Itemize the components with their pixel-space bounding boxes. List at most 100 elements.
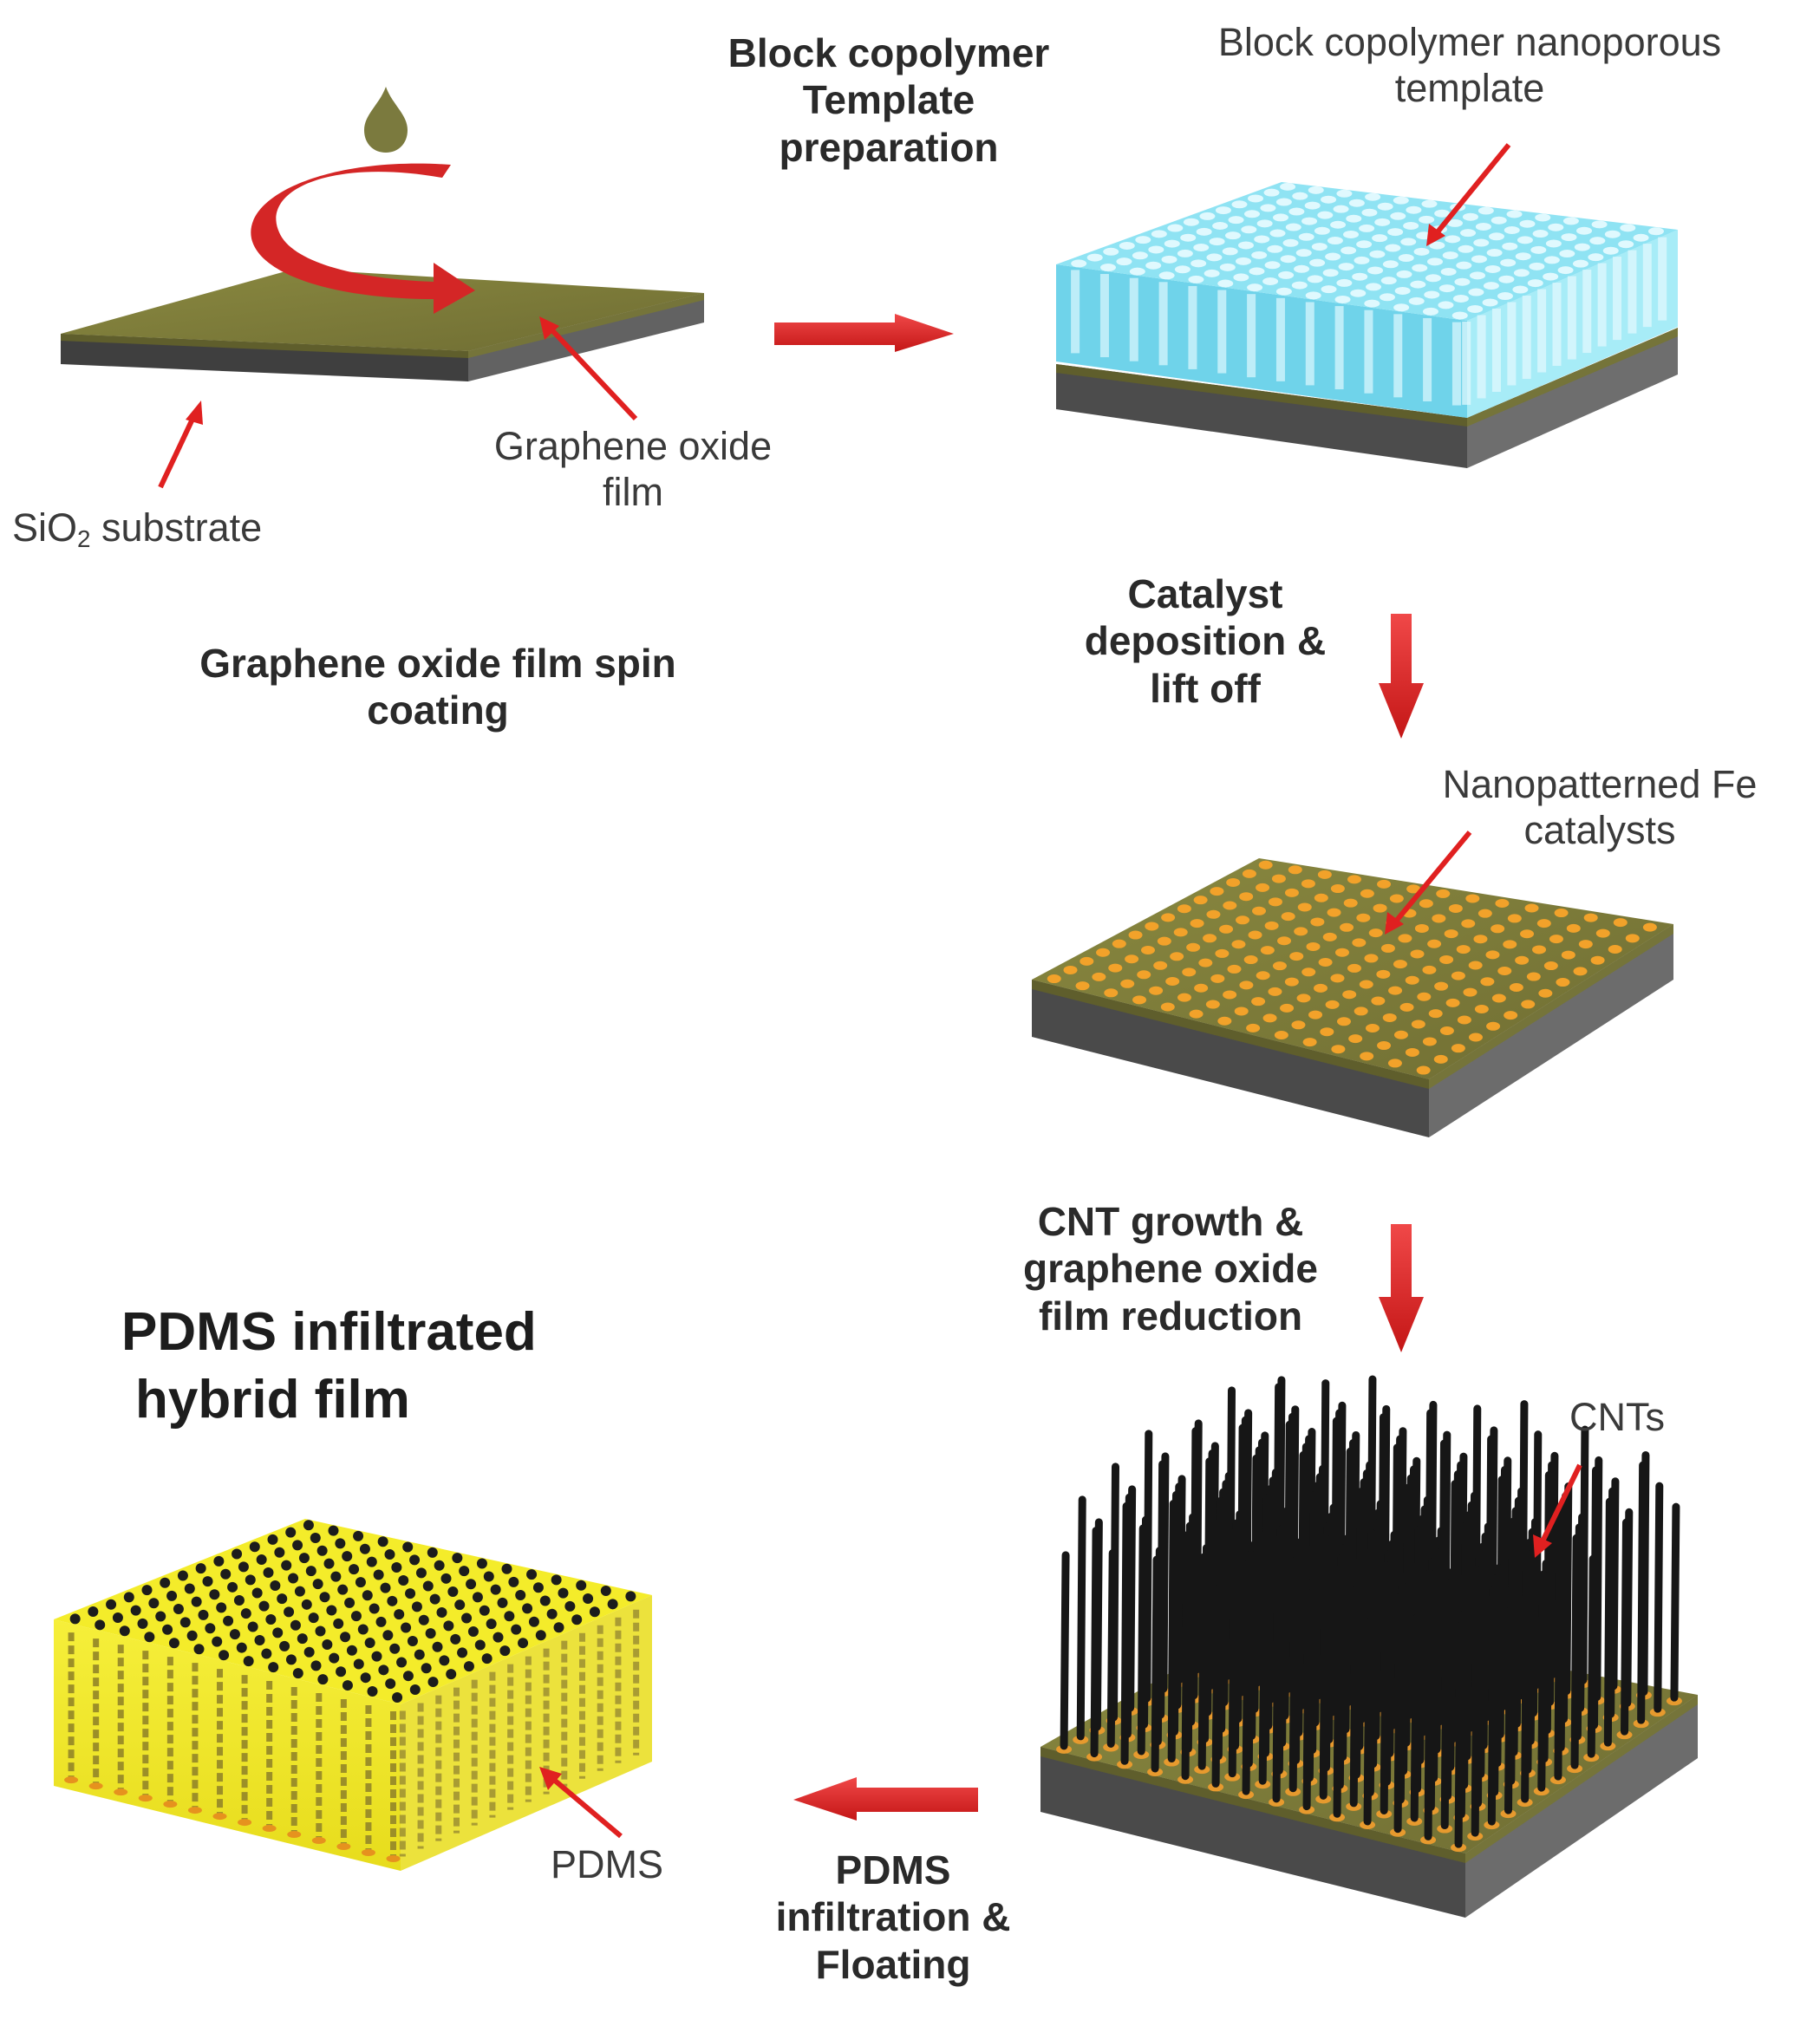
pdms-cnt-tip	[290, 1619, 301, 1631]
template-pore	[1513, 269, 1530, 277]
template-pore-column	[1188, 285, 1197, 369]
template-pore	[1385, 244, 1401, 252]
template-pore	[1314, 226, 1330, 235]
fe-catalyst-dot	[1393, 1030, 1408, 1039]
pdms-cnt-tip	[454, 1599, 466, 1611]
template-pore	[1445, 235, 1461, 244]
pdms-cnt-tip	[349, 1564, 360, 1575]
pdms-cnt-tip	[461, 1612, 473, 1624]
fe-catalyst-dot	[1532, 945, 1547, 954]
fe-catalyst-dot	[1433, 1054, 1448, 1064]
template-pore	[1447, 218, 1464, 227]
pdms-cnt-tip	[476, 1558, 487, 1569]
fe-catalyst-dot	[1194, 983, 1209, 993]
pdms-cnt-tip	[251, 1587, 263, 1599]
cnt-tube	[1440, 1590, 1451, 1830]
template-pore	[1217, 279, 1234, 288]
fe-catalyst-dot	[1301, 967, 1316, 977]
pdms-cnt-tip	[371, 1651, 382, 1662]
template-pore	[1535, 213, 1551, 222]
fe-catalyst-dot	[1223, 901, 1237, 910]
fe-catalyst-dot	[1573, 967, 1588, 976]
cnt-tube	[1471, 1565, 1481, 1837]
fe-catalyst-dot	[1160, 1002, 1175, 1012]
pdms-cnt-tip	[297, 1633, 308, 1645]
pdms-cnt-tip	[539, 1595, 551, 1606]
pdms-cnt-tip	[359, 1543, 370, 1554]
fe-catalyst-dot	[1536, 919, 1551, 928]
template-pore	[1576, 226, 1593, 235]
pdms-cnt-tip	[317, 1674, 329, 1685]
cnt-tube	[1228, 1528, 1238, 1778]
template-pore-column	[1247, 294, 1256, 378]
template-pore	[1247, 283, 1263, 292]
template-pore	[1438, 301, 1454, 309]
fe-catalyst-dot	[1503, 940, 1517, 949]
template-pore	[1219, 263, 1236, 271]
catalyst-step-title: Catalyst deposition & lift off	[1084, 571, 1327, 711]
pdms-cnt-tip	[474, 1639, 486, 1651]
pdms-cnt-tip	[414, 1649, 425, 1660]
fe-catalyst-dot	[1125, 954, 1139, 964]
fe-catalyst-dot	[1289, 952, 1304, 961]
fe-catalyst-dot	[1260, 946, 1275, 955]
fe-catalyst-dot	[1451, 971, 1465, 980]
cnt-tube	[1380, 1560, 1390, 1814]
cnt-tube	[1151, 1555, 1161, 1773]
cnt-forest	[1056, 1375, 1682, 1853]
pdms-cnt-tip	[535, 1630, 546, 1641]
template-pore-column	[1582, 270, 1592, 354]
pdms-cnt-tip	[340, 1632, 351, 1643]
template-pore	[1574, 243, 1590, 251]
template-pore	[1161, 255, 1177, 264]
pdms-embedded-catalyst	[311, 1837, 326, 1845]
template-pore	[1264, 261, 1281, 270]
template-pore	[1543, 272, 1559, 281]
fe-catalyst-dot	[1217, 1016, 1232, 1026]
cnt-tube	[1393, 1593, 1404, 1834]
pdms-cnt-tip	[394, 1609, 405, 1620]
fe-catalyst-dot	[1251, 906, 1266, 915]
template-pore	[1502, 242, 1518, 251]
fe-catalyst-dot	[1432, 914, 1446, 923]
fe-catalyst-dot	[1422, 1037, 1437, 1046]
pdms-embedded-catalyst	[187, 1807, 202, 1814]
fe-catalyst-dot	[1291, 1020, 1306, 1030]
template-pore	[1364, 299, 1380, 308]
template-pore	[1174, 265, 1191, 274]
template-pore	[1330, 220, 1347, 229]
pdms-cnt-tip	[303, 1646, 315, 1658]
pdms-cnt-tip	[285, 1654, 297, 1665]
pdms-cnt-tip	[272, 1627, 284, 1638]
template-pore	[1483, 282, 1499, 290]
pdms-cnt-tip	[459, 1566, 470, 1577]
fe-catalyst-dot	[1223, 990, 1237, 1000]
template-pore-column	[1129, 277, 1138, 362]
template-pore	[1119, 241, 1135, 250]
pdms-cnt-tip	[446, 1669, 457, 1680]
template-pore	[1500, 258, 1517, 267]
fe-catalyst-dot	[1474, 1004, 1489, 1013]
fe-catalyst-dot	[1491, 924, 1505, 934]
fe-catalyst-dot	[1480, 977, 1495, 987]
template-pore	[1237, 241, 1254, 250]
pdms-cnt-tip	[380, 1582, 391, 1593]
fe-catalyst-dot	[1153, 961, 1168, 970]
template-pore	[1336, 278, 1353, 287]
fe-catalyst-dot	[1322, 932, 1337, 941]
template-pore	[1470, 271, 1486, 280]
pdms-cnt-tip	[407, 1635, 418, 1646]
fe-catalyst-dot	[1411, 1020, 1425, 1029]
template-pore	[1071, 259, 1087, 268]
template-pore	[1367, 266, 1384, 275]
template-pore	[1429, 241, 1445, 250]
pdms-cnt-tip	[166, 1590, 178, 1601]
fe-catalyst-dot	[1165, 977, 1180, 987]
fe-catalyst-dot	[1360, 889, 1374, 898]
fe-catalyst-dot	[1246, 1023, 1261, 1033]
pdms-cnt-tip	[497, 1597, 508, 1608]
fe-catalyst-dot	[1047, 974, 1061, 984]
pdms-cnt-tip	[344, 1597, 356, 1608]
pdms-cnt-tip	[285, 1527, 297, 1538]
fe-catalyst-dot	[1444, 929, 1458, 939]
